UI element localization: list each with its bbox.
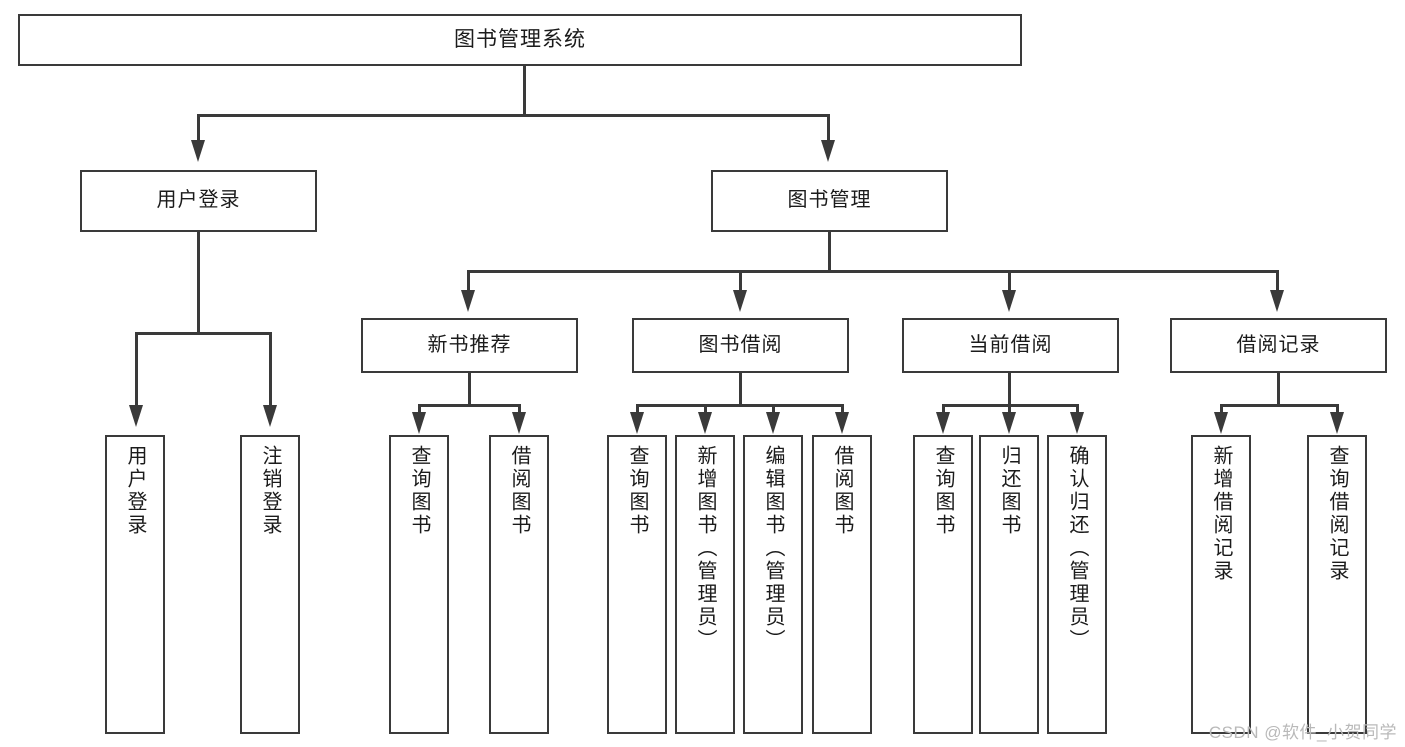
connector-user-login-stem (197, 232, 200, 334)
node-user-login[interactable]: 用户登录 (80, 170, 317, 232)
leaf-user-login[interactable]: 用户登录 (105, 435, 165, 734)
node-borrow-record[interactable]: 借阅记录 (1170, 318, 1387, 373)
leaf-user-logout[interactable]: 注销登录 (240, 435, 300, 734)
node-label: 查询图书 (932, 445, 954, 537)
node-book-borrow[interactable]: 图书借阅 (632, 318, 849, 373)
node-label: 查询图书 (626, 445, 648, 537)
arrowhead-user-login-leaf-1 (129, 405, 143, 427)
connector-current-borrow-drop-1 (942, 404, 945, 414)
leaf-new-book-borrow[interactable]: 借阅图书 (489, 435, 549, 734)
node-label: 用户登录 (124, 445, 146, 537)
node-label: 用户登录 (156, 189, 241, 212)
node-label: 新书推荐 (427, 333, 512, 356)
connector-current-borrow-drop-2 (1008, 404, 1011, 414)
watermark-text: CSDN @软件_小贺同学 (1208, 723, 1397, 742)
connector-new-book-drop-2 (518, 404, 521, 414)
connector-current-borrow-stem (1008, 373, 1011, 407)
connector-book-borrow-drop-3 (772, 404, 775, 414)
arrowhead-new-book-leaf-2 (512, 412, 526, 434)
node-label: 借阅图书 (831, 445, 853, 537)
arrowhead-current-borrow-leaf-3 (1070, 412, 1084, 434)
node-label: 当前借阅 (968, 333, 1053, 356)
connector-book-borrow-drop-2 (704, 404, 707, 414)
connector-borrow-record-drop-1 (1220, 404, 1223, 414)
node-label: 注销登录 (259, 445, 281, 537)
node-label: 查询图书 (408, 445, 430, 537)
arrowhead-level3-3 (1002, 290, 1016, 312)
connector-user-login-drop-1 (135, 332, 138, 407)
arrowhead-level2-1 (191, 140, 205, 162)
connector-new-book-drop-1 (418, 404, 421, 414)
arrowhead-level2-2 (821, 140, 835, 162)
node-label: 图书管理系统 (454, 27, 586, 51)
leaf-book-borrow-query[interactable]: 查询图书 (607, 435, 667, 734)
node-current-borrow[interactable]: 当前借阅 (902, 318, 1119, 373)
arrowhead-borrow-record-leaf-1 (1214, 412, 1228, 434)
arrowhead-level3-1 (461, 290, 475, 312)
arrowhead-book-borrow-leaf-2 (698, 412, 712, 434)
arrowhead-current-borrow-leaf-2 (1002, 412, 1016, 434)
connector-borrow-record-bus (1220, 404, 1339, 407)
node-label: 新增图书（管理员） (694, 445, 716, 652)
node-label: 借阅记录 (1236, 333, 1321, 356)
connector-new-book-bus (418, 404, 521, 407)
leaf-current-borrow-return[interactable]: 归还图书 (979, 435, 1039, 734)
connector-book-borrow-stem (739, 373, 742, 407)
node-book-management[interactable]: 图书管理 (711, 170, 948, 232)
connector-book-mgmt-stem (828, 232, 831, 272)
node-label: 查询借阅记录 (1326, 445, 1348, 583)
connector-book-borrow-bus (636, 404, 844, 407)
connector-level2-bus (197, 114, 830, 117)
connector-current-borrow-drop-3 (1076, 404, 1079, 414)
arrowhead-new-book-leaf-1 (412, 412, 426, 434)
leaf-borrow-record-add[interactable]: 新增借阅记录 (1191, 435, 1251, 734)
node-new-book-recommend[interactable]: 新书推荐 (361, 318, 578, 373)
connector-new-book-stem (468, 373, 471, 407)
connector-level3-drop-3 (1008, 270, 1011, 292)
leaf-current-borrow-confirm-return[interactable]: 确认归还（管理员） (1047, 435, 1107, 734)
node-label: 编辑图书（管理员） (762, 445, 784, 652)
arrowhead-book-borrow-leaf-3 (766, 412, 780, 434)
connector-user-login-drop-2 (269, 332, 272, 407)
node-label: 新增借阅记录 (1210, 445, 1232, 583)
connector-borrow-record-drop-2 (1336, 404, 1339, 414)
connector-borrow-record-stem (1277, 373, 1280, 407)
arrowhead-book-borrow-leaf-1 (630, 412, 644, 434)
connector-book-borrow-drop-1 (636, 404, 639, 414)
connector-level3-drop-1 (467, 270, 470, 292)
leaf-book-borrow-borrow[interactable]: 借阅图书 (812, 435, 872, 734)
connector-level2-drop-2 (827, 114, 830, 142)
arrowhead-user-login-leaf-2 (263, 405, 277, 427)
leaf-book-borrow-add[interactable]: 新增图书（管理员） (675, 435, 735, 734)
node-label: 借阅图书 (508, 445, 530, 537)
connector-level3-bus (467, 270, 1279, 273)
leaf-current-borrow-query[interactable]: 查询图书 (913, 435, 973, 734)
leaf-borrow-record-query[interactable]: 查询借阅记录 (1307, 435, 1367, 734)
node-label: 确认归还（管理员） (1066, 445, 1088, 652)
connector-user-login-bus (135, 332, 272, 335)
leaf-new-book-query[interactable]: 查询图书 (389, 435, 449, 734)
node-label: 图书借阅 (698, 333, 783, 356)
arrowhead-borrow-record-leaf-2 (1330, 412, 1344, 434)
connector-level2-drop-1 (197, 114, 200, 142)
connector-level3-drop-4 (1276, 270, 1279, 292)
node-root-system[interactable]: 图书管理系统 (18, 14, 1022, 66)
arrowhead-book-borrow-leaf-4 (835, 412, 849, 434)
leaf-book-borrow-edit[interactable]: 编辑图书（管理员） (743, 435, 803, 734)
arrowhead-current-borrow-leaf-1 (936, 412, 950, 434)
node-label: 图书管理 (787, 189, 872, 212)
connector-book-borrow-drop-4 (841, 404, 844, 414)
arrowhead-level3-4 (1270, 290, 1284, 312)
arrowhead-level3-2 (733, 290, 747, 312)
node-label: 归还图书 (998, 445, 1020, 537)
connector-level3-drop-2 (739, 270, 742, 292)
connector-root-stem (523, 66, 526, 116)
